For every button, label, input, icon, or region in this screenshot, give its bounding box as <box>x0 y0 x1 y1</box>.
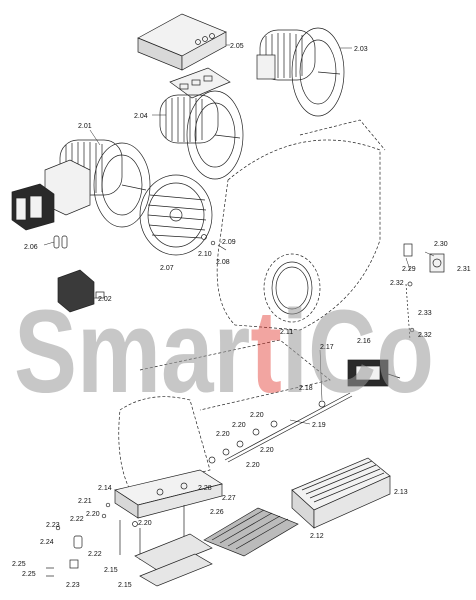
damper-motor-part <box>347 359 401 387</box>
callout-2-12: 2.12 <box>310 533 324 540</box>
callout-2-22-lower: 2.22 <box>88 551 102 558</box>
callout-2-15-a: 2.15 <box>104 567 118 574</box>
callout-2-27: 2.27 <box>222 495 236 502</box>
callout-2-02: 2.02 <box>98 296 112 303</box>
callout-2-15-b: 2.15 <box>118 582 132 589</box>
air-damper-part <box>114 469 223 519</box>
callout-2-28: 2.28 <box>198 485 212 492</box>
watermark-text-end: iCo <box>282 286 434 418</box>
fan-wheel-part <box>139 174 213 256</box>
motor-part-top <box>256 27 345 117</box>
callout-2-23-lower: 2.23 <box>66 582 80 589</box>
callout-2-24: 2.24 <box>40 539 54 546</box>
callout-2-20-d: 2.20 <box>260 447 274 454</box>
callout-2-23-upper: 2.23 <box>46 522 60 529</box>
terminal-cover-part <box>11 183 55 231</box>
leader-lines <box>43 44 435 425</box>
callout-2-33: 2.33 <box>418 310 432 317</box>
glands-part <box>53 235 68 249</box>
control-box-part <box>137 13 227 71</box>
callout-2-09: 2.09 <box>222 239 236 246</box>
callout-2-10: 2.10 <box>198 251 212 258</box>
callout-2-08: 2.08 <box>216 259 230 266</box>
callout-2-25-b: 2.25 <box>22 571 36 578</box>
bushings-part <box>132 420 278 527</box>
callout-2-20-g: 2.20 <box>138 520 152 527</box>
callout-2-32-upper: 2.32 <box>390 280 404 287</box>
callout-2-05: 2.05 <box>230 43 244 50</box>
watermark-text-highlight: t <box>250 286 281 418</box>
callout-2-17: 2.17 <box>320 344 334 351</box>
callout-2-16: 2.16 <box>357 338 371 345</box>
callout-2-04: 2.04 <box>134 113 148 120</box>
svg-text:SmartiCo: SmartiCo <box>14 286 434 418</box>
callout-2-26: 2.26 <box>210 509 224 516</box>
callout-2-13: 2.13 <box>394 489 408 496</box>
callout-2-32-lower: 2.32 <box>418 332 432 339</box>
callout-2-20-f: 2.20 <box>86 511 100 518</box>
callout-2-20-a: 2.20 <box>250 412 264 419</box>
callout-2-22-upper: 2.22 <box>70 516 84 523</box>
sensor-parts-right <box>403 243 445 341</box>
callout-2-29: 2.29 <box>402 266 416 273</box>
callout-labels: 2.05 2.03 2.04 2.01 2.06 2.09 2.10 2.08 … <box>12 43 471 589</box>
watermark-text-start: Smar <box>14 286 250 418</box>
small-fasteners-part <box>46 502 111 577</box>
callout-2-21: 2.21 <box>78 498 92 505</box>
callout-2-01: 2.01 <box>78 123 92 130</box>
shaft-part <box>224 392 353 463</box>
base-plates-part <box>134 533 213 587</box>
tray-part <box>291 457 391 529</box>
callout-2-03: 2.03 <box>354 46 368 53</box>
callout-2-20-b: 2.20 <box>232 422 246 429</box>
callout-2-31: 2.31 <box>457 266 471 273</box>
callout-2-30: 2.30 <box>434 241 448 248</box>
flange-part <box>271 261 313 315</box>
connector-block-part <box>57 269 105 313</box>
callout-2-19: 2.19 <box>312 422 326 429</box>
burner-housing-outline <box>216 119 386 331</box>
motor-part-left <box>44 139 151 228</box>
callout-2-11: 2.11 <box>280 329 293 336</box>
callout-2-20-c: 2.20 <box>216 431 230 438</box>
callout-2-18: 2.18 <box>299 385 313 392</box>
watermark: SmartiCo <box>14 286 434 418</box>
callout-2-07: 2.07 <box>160 265 174 272</box>
callout-2-25-a: 2.25 <box>12 561 26 568</box>
callout-2-20-e: 2.20 <box>246 462 260 469</box>
motor-part-middle <box>159 67 244 180</box>
grille-part <box>203 507 299 557</box>
callout-2-06: 2.06 <box>24 244 38 251</box>
callout-2-14: 2.14 <box>98 485 112 492</box>
